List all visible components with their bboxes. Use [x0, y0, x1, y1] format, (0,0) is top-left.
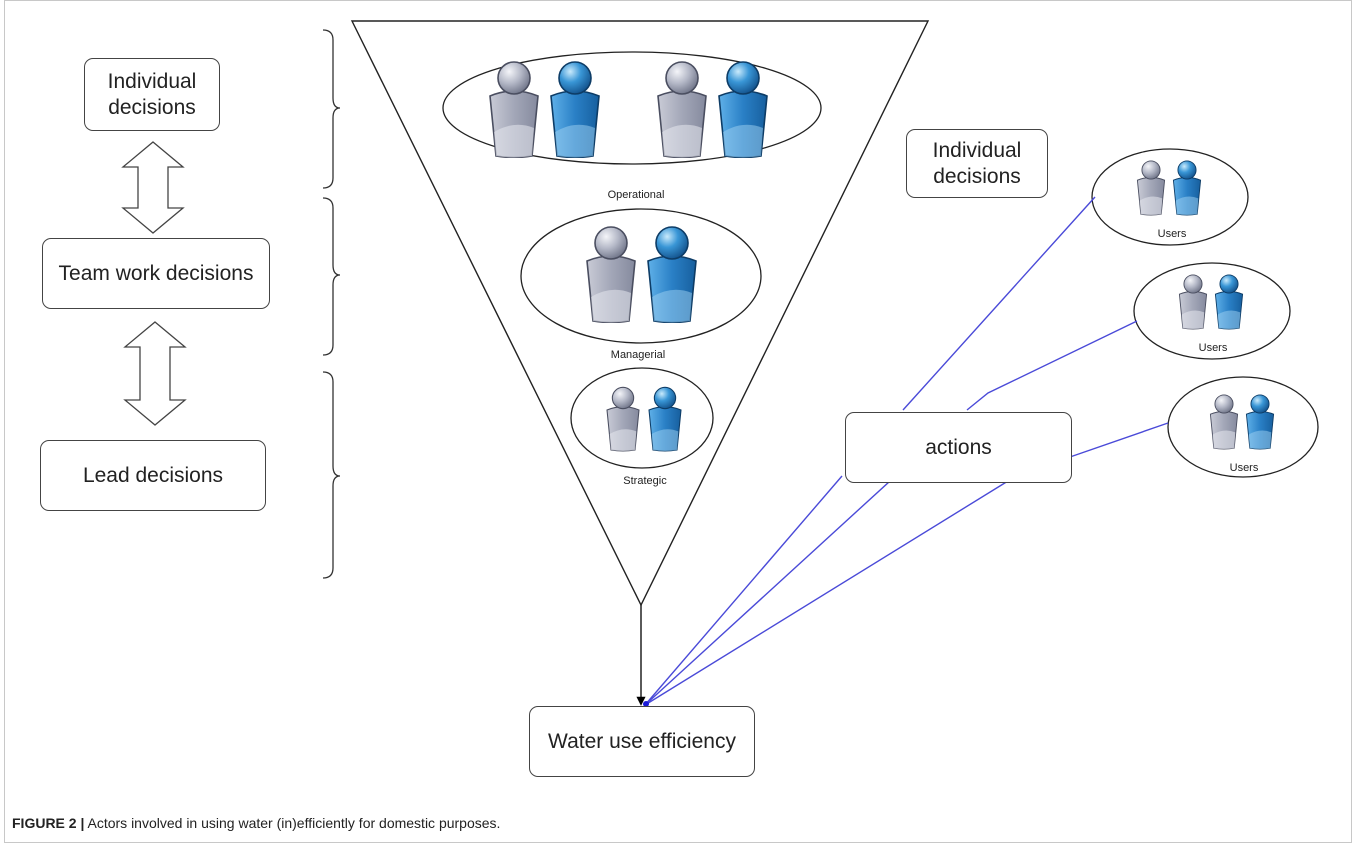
figure-frame [4, 0, 1352, 843]
right-individual-decisions-box: Individual decisions [906, 129, 1048, 198]
users-label-1: Users [1158, 228, 1187, 240]
team-work-decisions-label: Team work decisions [58, 261, 254, 285]
caption-text: Actors involved in using water (in)effic… [87, 815, 501, 831]
actions-label: actions [925, 435, 992, 459]
connector-line [644, 480, 891, 706]
individual-decisions-label: Individual decisions [107, 69, 197, 119]
lead-decisions-box: Lead decisions [40, 440, 266, 511]
connector-line [966, 320, 1138, 411]
water-use-efficiency-label: Water use efficiency [548, 729, 736, 753]
level-label-strategic: Strategic [623, 475, 667, 487]
individual-decisions-box: Individual decisions [84, 58, 220, 131]
brace-bottom [322, 371, 341, 579]
users-ellipse-3 [1167, 376, 1319, 478]
team-work-decisions-box: Team work decisions [42, 238, 270, 309]
connector-line [902, 196, 1096, 411]
level-label-managerial: Managerial [611, 349, 665, 361]
managerial-ellipse [520, 208, 762, 344]
level-label-operational: Operational [608, 189, 665, 201]
connector-line [644, 480, 1009, 706]
strategic-ellipse [570, 367, 714, 469]
caption-label: FIGURE 2 | [12, 815, 85, 831]
users-ellipse-2 [1133, 262, 1291, 360]
brace-top [322, 29, 341, 189]
double-arrow-lower [123, 321, 187, 426]
connector-line [644, 475, 843, 706]
connector-line [1069, 422, 1169, 458]
users-label-3: Users [1230, 462, 1259, 474]
users-ellipse-1 [1091, 148, 1249, 246]
figure-caption: FIGURE 2 | Actors involved in using wate… [12, 815, 500, 831]
users-label-2: Users [1199, 342, 1228, 354]
lead-decisions-label: Lead decisions [82, 463, 224, 487]
double-arrow-upper [121, 141, 185, 234]
right-individual-decisions-label: Individual decisions [932, 138, 1022, 188]
brace-middle [322, 197, 341, 356]
actions-box: actions [845, 412, 1072, 483]
water-use-efficiency-box: Water use efficiency [529, 706, 755, 777]
